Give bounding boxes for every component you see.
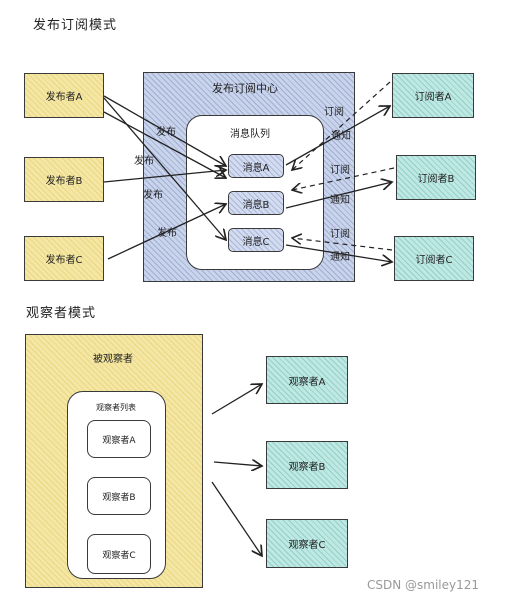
observer-list-item-b: 观察者B: [87, 477, 151, 515]
watermark: CSDN @smiley121: [367, 578, 480, 592]
pubsub-title: 发布订阅模式: [33, 18, 118, 33]
arrow-subA-msgA: [292, 81, 391, 170]
notify-label-1: 通知: [331, 131, 351, 142]
publisher-c: 发布者C: [24, 236, 104, 281]
observer-list-item-c: 观察者C: [87, 534, 151, 574]
subscribe-label-1: 订阅: [324, 107, 344, 118]
observer-list-label: 观察者列表: [96, 403, 136, 412]
observer-a: 观察者A: [266, 356, 348, 404]
publish-label-2: 发布: [134, 156, 154, 167]
observer-list-item-a: 观察者A: [87, 420, 151, 458]
message-c: 消息C: [228, 228, 284, 252]
publish-label-3: 发布: [143, 190, 163, 201]
arrow-pubC-msgB: [107, 204, 226, 260]
subscriber-b: 订阅者B: [396, 155, 476, 200]
arrow-msgC-subC: [285, 244, 392, 262]
arrow-msgA-subA: [285, 106, 390, 166]
arrow-subject-obsB: [213, 462, 262, 466]
message-b: 消息B: [228, 191, 284, 215]
arrow-pubB-msgA: [103, 170, 226, 183]
publisher-a: 发布者A: [24, 73, 104, 118]
subject-label: 被观察者: [93, 354, 133, 365]
subscriber-a: 订阅者A: [392, 73, 474, 118]
subscribe-label-3: 订阅: [330, 229, 350, 240]
arrow-subject-obsA: [211, 384, 262, 415]
subscribe-label-2: 订阅: [330, 165, 350, 176]
arrow-pubA-msgC: [103, 97, 226, 240]
arrow-subB-msgB: [292, 167, 395, 190]
publisher-b: 发布者B: [24, 157, 104, 202]
arrow-subject-obsC: [211, 481, 262, 556]
notify-label-2: 通知: [330, 195, 350, 206]
observer-b: 观察者B: [266, 441, 348, 489]
subscriber-c: 订阅者C: [394, 236, 474, 281]
observer-title: 观察者模式: [26, 306, 97, 321]
arrow-msgB-subB: [285, 182, 392, 209]
publish-label-4: 发布: [157, 228, 177, 239]
pubsub-center-label: 发布订阅中心: [212, 82, 278, 95]
message-queue-label: 消息队列: [230, 129, 270, 140]
arrow-pubA-msgA: [103, 95, 226, 166]
publish-label-1: 发布: [156, 127, 176, 138]
arrow-pubB-msgA2: [103, 111, 226, 178]
message-a: 消息A: [228, 154, 284, 178]
arrow-subC-msgC: [292, 238, 393, 251]
notify-label-3: 通知: [330, 252, 350, 263]
observer-c: 观察者C: [266, 519, 348, 568]
